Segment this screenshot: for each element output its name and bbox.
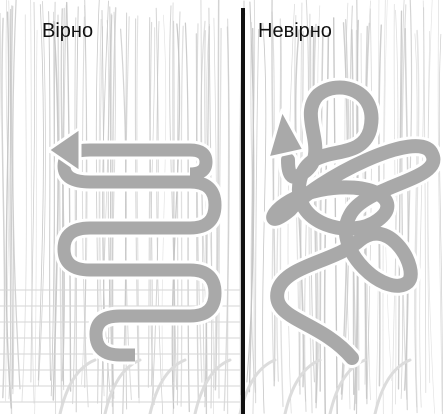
hair-fiber	[152, 8, 158, 400]
hair-fiber	[76, 7, 78, 412]
hair-fiber	[38, 5, 43, 381]
hair-fiber	[22, 15, 26, 401]
hair-fiber	[2, 18, 5, 397]
hair-fiber	[150, 360, 185, 414]
incorrect-label: Невірно	[258, 21, 332, 41]
hair-fiber	[224, 27, 229, 410]
hair-fiber	[330, 360, 365, 414]
hair-fiber	[181, 26, 183, 406]
hair-fiber	[439, 34, 442, 414]
hair-fiber	[424, 8, 426, 393]
hair-fiber	[399, 11, 402, 389]
hair-fiber	[162, 15, 166, 385]
hair-fiber	[73, 18, 76, 404]
hair-fiber	[49, 12, 51, 381]
hair-fiber	[67, 3, 71, 392]
hair-fiber	[60, 360, 95, 414]
hair-fiber	[185, 23, 189, 411]
correct-path	[48, 128, 215, 355]
hair-fiber	[35, 30, 38, 414]
hair-fiber	[420, 1, 424, 408]
hair-fiber	[240, 360, 275, 414]
hair-fiber	[256, 30, 259, 403]
correct-label: Вірно	[42, 21, 93, 41]
